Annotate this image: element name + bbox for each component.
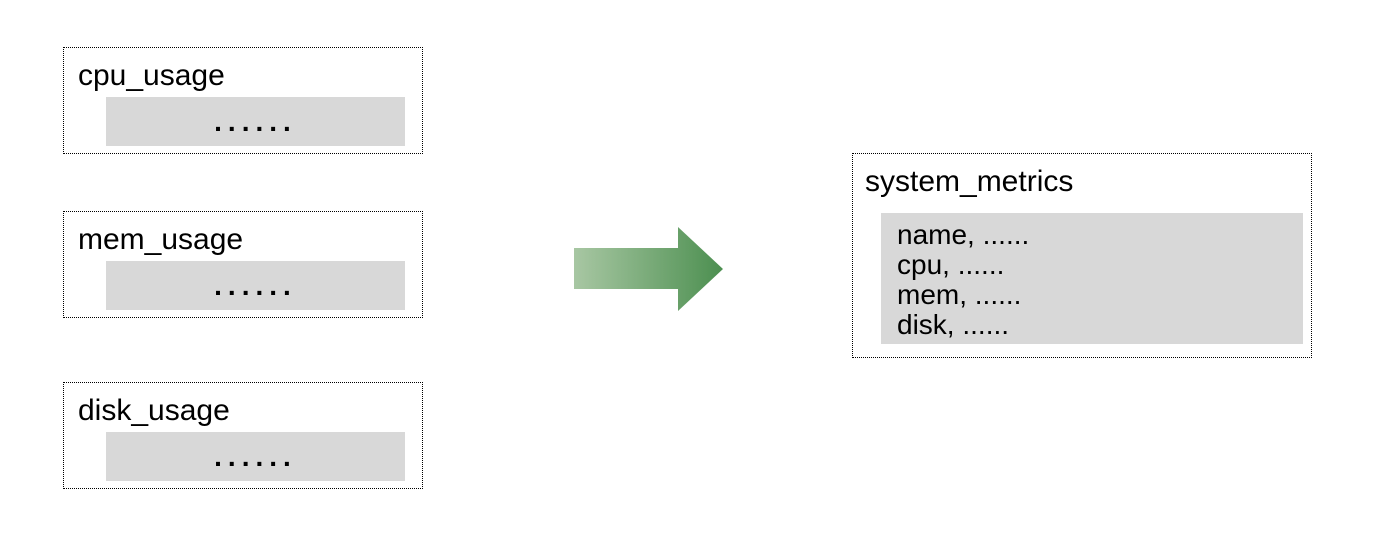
source-table-disk-usage: disk_usage ...... [63, 382, 423, 489]
table-title: cpu_usage [78, 59, 225, 92]
table-columns-panel: name, ...... cpu, ...... mem, ...... dis… [881, 213, 1303, 344]
table-rows-placeholder: ...... [106, 97, 405, 146]
ellipsis-text: ...... [214, 105, 297, 137]
result-table-system-metrics: system_metrics name, ...... cpu, ...... … [852, 153, 1312, 358]
merge-arrow [574, 227, 723, 311]
table-title: system_metrics [865, 165, 1074, 198]
arrow-right-icon [574, 227, 723, 311]
column-row: disk, ...... [897, 309, 1010, 340]
ellipsis-text: ...... [214, 440, 297, 472]
table-rows-placeholder: ...... [106, 261, 405, 310]
table-title: mem_usage [78, 223, 244, 256]
column-row: mem, ...... [897, 279, 1022, 310]
source-table-mem-usage: mem_usage ...... [63, 211, 423, 318]
table-rows-placeholder: ...... [106, 432, 405, 481]
source-table-cpu-usage: cpu_usage ...... [63, 47, 423, 154]
table-title: disk_usage [78, 394, 230, 427]
column-row: cpu, ...... [897, 249, 1005, 280]
column-row: name, ...... [897, 219, 1030, 250]
ellipsis-text: ...... [214, 269, 297, 301]
column-list: name, ...... cpu, ...... mem, ...... dis… [897, 220, 1303, 340]
